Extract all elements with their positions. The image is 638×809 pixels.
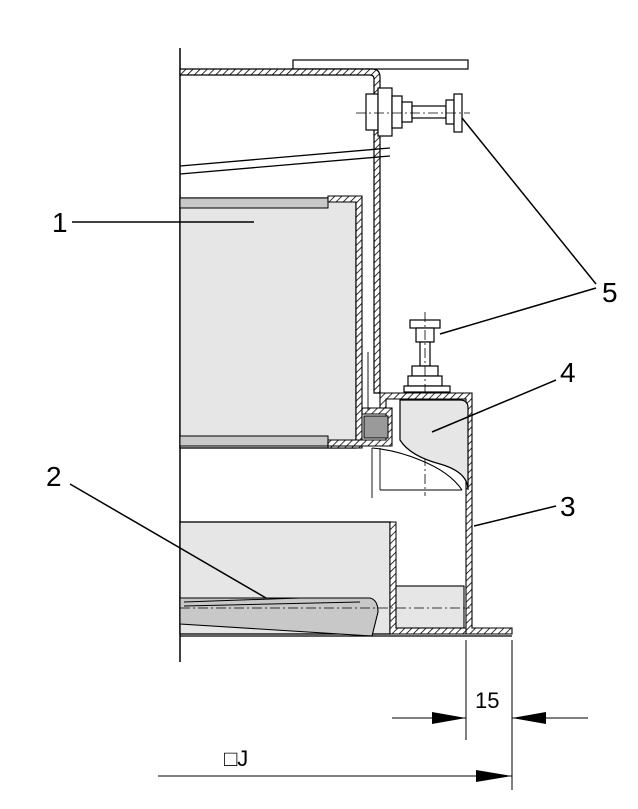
bracket-profile <box>327 407 393 447</box>
rod-upper <box>179 147 391 167</box>
callout-3: 3 <box>560 491 576 522</box>
top-cover-plate <box>292 59 469 70</box>
leader-5b <box>439 287 597 335</box>
leader-4 <box>431 379 557 433</box>
top-sheet-profile <box>179 68 381 394</box>
leader-5a <box>461 117 597 285</box>
rod-lower <box>179 155 391 175</box>
component-1-box <box>179 195 363 449</box>
leader-2 <box>69 483 267 599</box>
component-4 <box>367 352 469 498</box>
callout-5: 5 <box>602 277 618 308</box>
dimension-gap-label: 15 <box>475 688 499 713</box>
bracket-block <box>363 415 389 439</box>
component-2-box <box>179 521 470 637</box>
connector-upper <box>356 87 470 137</box>
leader-3 <box>473 505 557 527</box>
callout-2: 2 <box>46 461 62 492</box>
dimension-gap <box>392 640 588 790</box>
dimension-width-label: □J <box>224 746 248 771</box>
callout-4: 4 <box>560 357 576 388</box>
dimension-width <box>158 770 512 782</box>
callout-1: 1 <box>52 207 68 238</box>
